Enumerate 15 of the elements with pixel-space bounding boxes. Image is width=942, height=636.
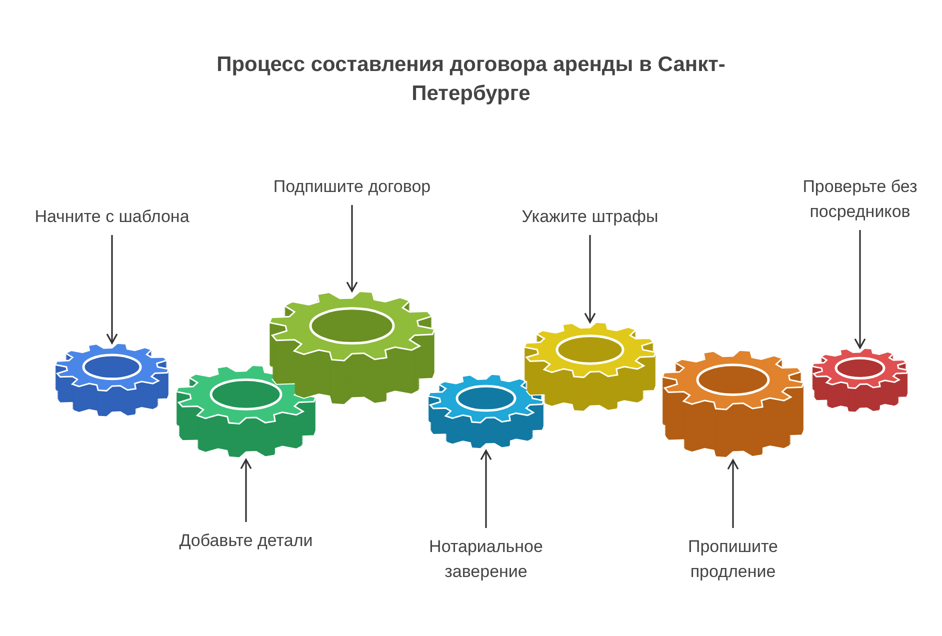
step-label: Добавьте детали: [161, 528, 331, 553]
step-label: Подпишите договор: [267, 174, 437, 199]
step-label: Начните с шаблона: [27, 204, 197, 229]
arrow: [106, 235, 118, 344]
step-label: Пропишите продление: [648, 534, 818, 584]
step-label: Проверьте без посредников: [775, 174, 942, 224]
arrow: [480, 450, 492, 528]
step-label: Нотариальное заверение: [401, 534, 571, 584]
arrow: [727, 459, 739, 528]
arrow: [584, 235, 596, 324]
arrow: [346, 205, 358, 292]
step-label: Укажите штрафы: [505, 204, 675, 229]
arrow: [854, 230, 866, 349]
arrow: [240, 458, 252, 522]
title: Процесс составления договора аренды в Санкт-Петербурге: [216, 52, 726, 107]
